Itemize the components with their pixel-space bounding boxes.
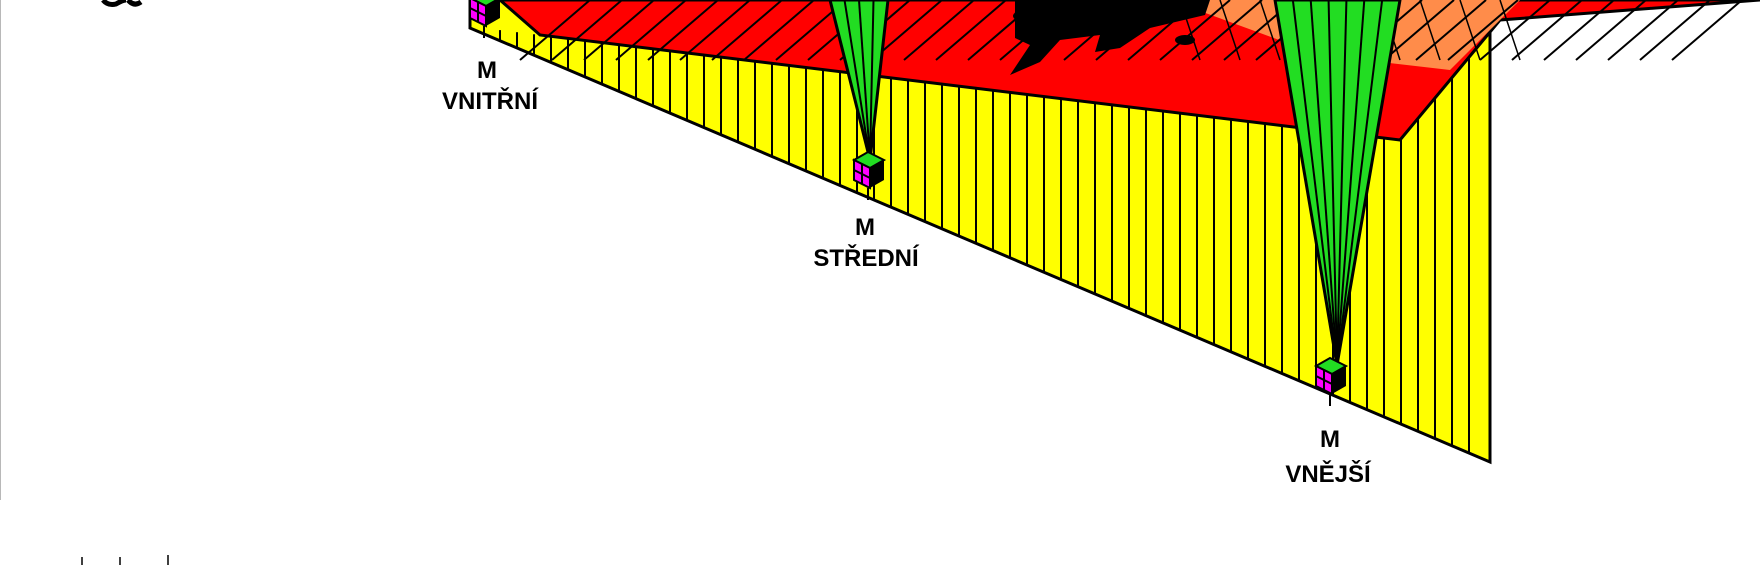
- aircraft-shadow: [1010, 0, 1210, 75]
- frame-edge: [0, 0, 1, 500]
- marker-letter-inner: M: [477, 57, 497, 84]
- marker-box-middle: [851, 150, 887, 200]
- marker-label-outer: M VNĚJŠÍ: [1285, 426, 1372, 488]
- marker-name-inner: VNITŘNÍ: [442, 87, 539, 115]
- marker-name-middle: STŘEDNÍ: [813, 244, 920, 272]
- marker-letter-outer: M: [1320, 426, 1340, 453]
- marker-box-inner: [469, 0, 500, 38]
- corner-fragment: [101, 0, 143, 7]
- marker-letter-middle: M: [855, 214, 875, 241]
- bottom-ticks: [81, 555, 169, 565]
- marker-name-outer: VNĚJŠÍ: [1285, 460, 1372, 488]
- marker-label-middle: M STŘEDNÍ: [813, 214, 920, 272]
- beam-middle: [828, 0, 890, 161]
- marker-box-outer: [1313, 356, 1349, 406]
- beam-outer: [1273, 0, 1402, 366]
- marker-label-inner: M VNITŘNÍ: [442, 57, 539, 115]
